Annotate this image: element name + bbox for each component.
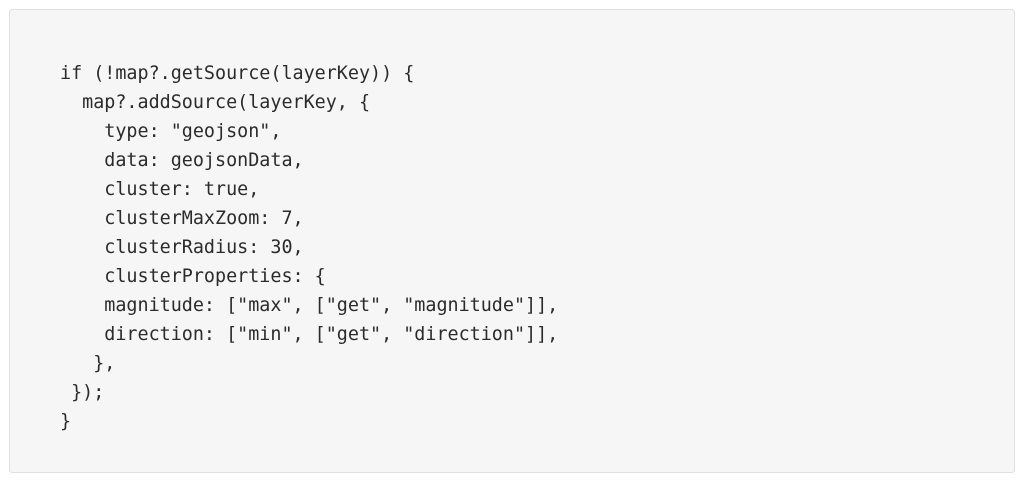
code-line: type: "geojson", [60,121,282,142]
code-line: direction: ["min", ["get", "direction"]]… [60,324,559,345]
code-line: magnitude: ["max", ["get", "magnitude"]]… [60,295,559,316]
code-line: clusterProperties: { [60,266,326,287]
code-line: cluster: true, [60,179,260,200]
code-line: if (!map?.getSource(layerKey)) { [60,63,415,84]
code-line: clusterRadius: 30, [60,237,304,258]
code-content: if (!map?.getSource(layerKey)) { map?.ad… [60,59,558,436]
code-line: clusterMaxZoom: 7, [60,208,304,229]
code-line: data: geojsonData, [60,150,304,171]
code-block: if (!map?.getSource(layerKey)) { map?.ad… [9,9,1015,473]
code-line: map?.addSource(layerKey, { [60,92,371,113]
code-line: }, [60,353,116,374]
code-line: }); [60,382,105,403]
code-line: } [60,411,72,432]
